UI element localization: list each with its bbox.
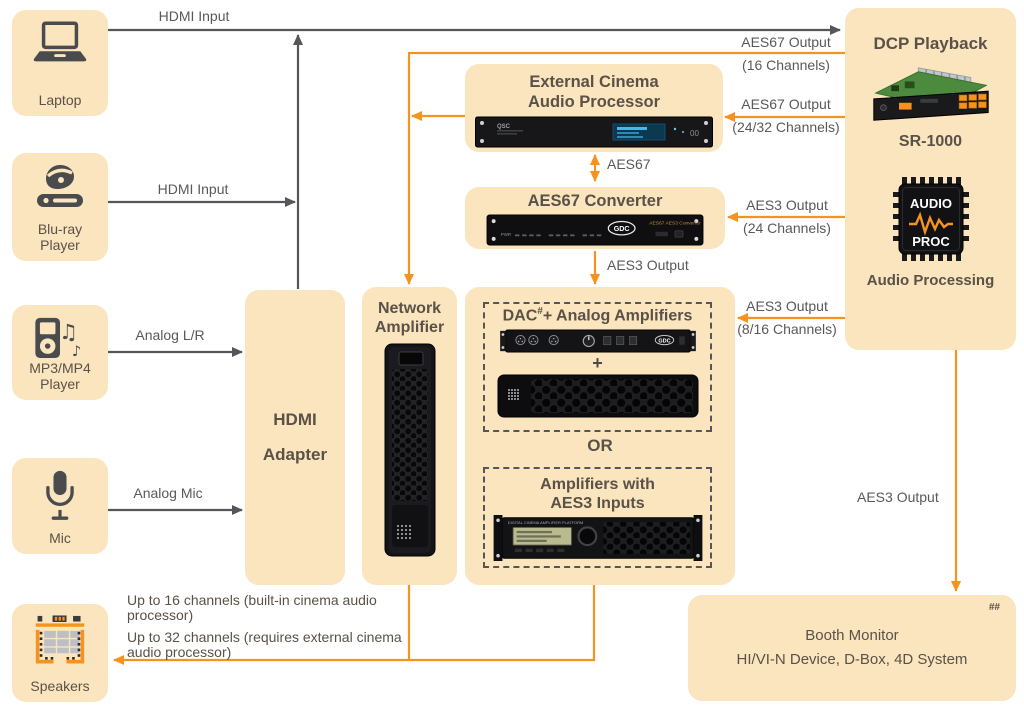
network-amplifier-title-line1: Network (377, 300, 442, 317)
node-mic: Mic (12, 458, 108, 554)
aes67-converter-image: PWR GDC AES67 AES3 Converter (486, 214, 704, 246)
bluray-label-line2: Player (40, 236, 80, 253)
sr-1000-label: SR-1000 (898, 133, 963, 151)
note-16-channels: Up to 16 channels (built-in cinema audio… (127, 592, 377, 623)
node-amplifier-options: DAC#+ Analog Amplifiers (465, 287, 735, 585)
label-aes67-16ch-line2: (16 Channels) (742, 57, 830, 73)
label-aes3-816ch-line2: (8/16 Channels) (737, 321, 837, 337)
svg-text:GDC: GDC (614, 225, 630, 233)
label-aes3-816ch-line1: AES3 Output (746, 298, 828, 314)
cinema-speakers-icon (35, 615, 85, 664)
dac-analog-title: DAC#+ Analog Amplifiers (503, 306, 693, 326)
note-32-channels: Up to 32 channels (requires external cin… (127, 629, 402, 660)
label-aes67-2432ch: AES67 Output (24/32 Channels) (721, 96, 851, 136)
svg-text:QSC: QSC (497, 124, 511, 130)
aes3-amplifiers-title-line1: Amplifiers with (540, 476, 655, 493)
group-dac-analog-amplifiers: DAC#+ Analog Amplifiers (483, 302, 712, 432)
external-processor-title-line2: Audio Processor (527, 92, 661, 111)
external-processor-title-line1: External Cinema (529, 73, 659, 91)
network-amplifier-image (384, 343, 435, 557)
node-hdmi-adapter: HDMI Adapter (245, 290, 345, 585)
bluray-player-icon (37, 165, 83, 207)
label-aes3-output-mid: AES3 Output (607, 257, 689, 273)
label-aes67-link: AES67 (607, 156, 651, 172)
dac-title-prefix: DAC (502, 307, 538, 325)
label-aes3-24ch-line1: AES3 Output (746, 197, 828, 213)
label-aes67-2432ch-line1: AES67 Output (741, 96, 831, 112)
or-label: OR (587, 436, 613, 455)
aes3-amplifiers-title: Amplifiers with AES3 Inputs (540, 475, 655, 513)
bluray-label-line1: Blu-ray (37, 220, 83, 237)
aes67-converter-title: AES67 Converter (527, 192, 663, 210)
node-laptop: Laptop (12, 10, 108, 116)
node-dcp-playback: DCP Playback SR-1000 (845, 8, 1016, 350)
network-amplifier-title-line2: Amplifier (374, 319, 445, 337)
label-hdmi-input-top: HDMI Input (158, 8, 230, 24)
external-processor-title: External Cinema Audio Processor (528, 73, 660, 113)
svg-text:♪: ♪ (72, 343, 81, 360)
node-speakers: Speakers (12, 604, 108, 702)
mp3-label: MP3/MP4 Player (29, 360, 90, 392)
audio-processing-chip-icon: AUDIO PROC (892, 176, 969, 261)
label-analog-mic: Analog Mic (133, 485, 203, 501)
mp3-label-line2: Player (40, 375, 80, 392)
node-booth-monitor: ## Booth Monitor HI/VI-N Device, D-Box, … (688, 595, 1016, 701)
aes3-amplifier-image: DIGITAL CINEMA AMPLIFIER PLATFORM (493, 515, 702, 562)
sr-1000-device-image (872, 67, 989, 122)
svg-text:00: 00 (690, 129, 699, 138)
dac-device-image: GDC (499, 328, 696, 353)
speakers-label: Speakers (30, 677, 90, 694)
label-aes67-16ch: AES67 Output (16 Channels) (721, 34, 851, 74)
laptop-label: Laptop (38, 91, 82, 108)
label-aes3-816ch: AES3 Output (8/16 Channels) (722, 298, 852, 338)
mic-label: Mic (49, 529, 71, 546)
audio-processing-label: Audio Processing (866, 271, 995, 289)
aes3-amplifiers-title-line2: AES3 Inputs (550, 495, 645, 513)
microphone-icon (46, 470, 74, 520)
mp3-label-line1: MP3/MP4 (29, 359, 91, 376)
booth-monitor-line1: Booth Monitor (805, 627, 899, 644)
label-aes3-to-booth: AES3 Output (857, 489, 939, 505)
dac-title-suffix: + Analog Amplifiers (542, 307, 693, 325)
laptop-icon (33, 21, 87, 62)
booth-footnote-mark: ## (988, 602, 1000, 613)
chip-text-proc: PROC (912, 234, 950, 249)
label-hdmi-input-bluray: HDMI Input (157, 181, 229, 197)
label-aes67-2432ch-line2: (24/32 Channels) (732, 119, 840, 135)
node-network-amplifier: Network Amplifier (362, 287, 457, 585)
cinema-processor-image: QSC 00 (475, 116, 713, 148)
svg-text:PWR: PWR (501, 232, 511, 237)
label-aes67-16ch-line1: AES67 Output (741, 34, 831, 50)
label-analog-lr: Analog L/R (135, 327, 205, 343)
network-amplifier-title: Network Amplifier (375, 299, 444, 337)
label-aes3-24ch: AES3 Output (24 Channels) (722, 197, 852, 237)
label-aes3-24ch-line2: (24 Channels) (743, 220, 831, 236)
edge-amps-to-speakers (113, 585, 596, 665)
dcp-playback-title: DCP Playback (873, 34, 988, 53)
node-bluray-player: Blu-ray Player (12, 153, 108, 261)
node-external-cinema-audio-processor: External Cinema Audio Processor QSC 00 (465, 64, 723, 152)
plus-sign: + (592, 352, 603, 373)
svg-text:AES67 AES3 Converter: AES67 AES3 Converter (649, 220, 701, 226)
node-mp3-player: ♫ ♪ MP3/MP4 Player (12, 305, 108, 400)
node-aes67-converter: AES67 Converter PWR GDC AES67 AES3 Conve… (465, 187, 725, 249)
chip-text-audio: AUDIO (910, 196, 952, 211)
mp3-player-icon: ♫ ♪ (35, 317, 81, 360)
booth-monitor-line2: HI/VI-N Device, D-Box, 4D System (736, 651, 968, 668)
analog-amplifier-image (497, 374, 698, 418)
hdmi-adapter-title-line1: HDMI (273, 410, 317, 430)
svg-text:♫: ♫ (59, 320, 78, 344)
dac-footnote-mark: # (537, 306, 543, 317)
group-aes3-amplifiers: Amplifiers with AES3 Inputs DIGITAL CINE… (483, 467, 712, 568)
hdmi-adapter-title-line2: Adapter (262, 444, 328, 464)
edge-aes67-16ch (404, 51, 845, 285)
speaker-channel-notes: Up to 16 channels (built-in cinema audio… (127, 593, 432, 667)
bluray-label: Blu-ray Player (38, 221, 82, 253)
svg-text:GDC: GDC (658, 338, 670, 344)
svg-text:DIGITAL CINEMA AMPLIFIER PLATF: DIGITAL CINEMA AMPLIFIER PLATFORM (507, 520, 583, 525)
booth-monitor-text: Booth Monitor HI/VI-N Device, D-Box, 4D … (737, 624, 968, 672)
